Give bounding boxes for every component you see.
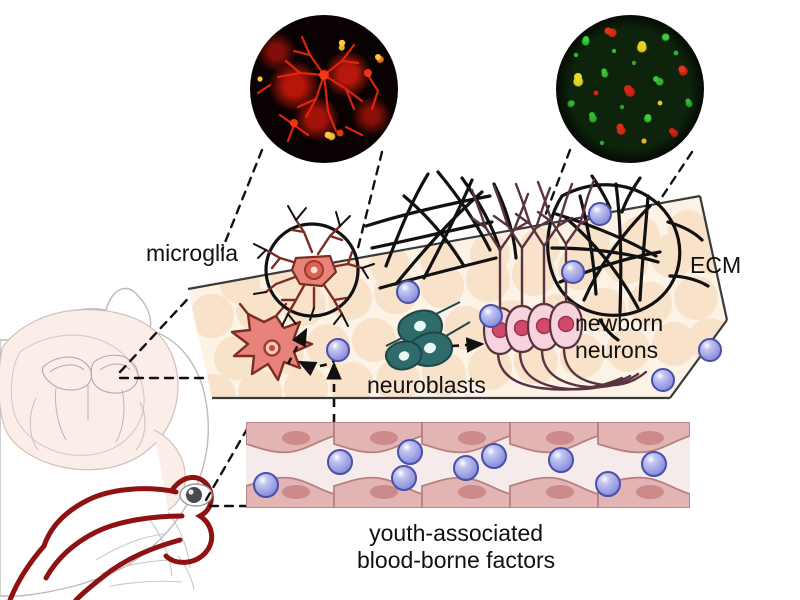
mouse-vasculature [7,475,215,600]
label-newborn-line2: neurons [575,337,659,364]
leader-lines-eye [204,422,252,508]
label-neuroblasts: neuroblasts [367,372,486,398]
label-ecm: ECM [690,252,742,278]
label-newborn-line1: newborn [575,310,664,336]
factor-spheres-vessel [253,439,667,498]
neuroblast-group [384,301,485,371]
arrow-neuroblast-to-neuron [451,337,485,353]
newborn-neurons-micrograph-inset [556,15,704,163]
label-microglia: microglia [146,240,239,266]
label-youth-factors: youth-associated blood-borne factors [357,520,555,574]
label-youth-line1: youth-associated [369,520,544,546]
arrow-microglia-to-inset [286,327,308,365]
blood-vessel [246,422,690,508]
label-newborn-neurons: newborn neurons [575,310,663,364]
schematic-microglia-inset [253,205,375,327]
leader-lines-brain [118,288,218,380]
ecm-mesh-right [546,174,710,342]
label-youth-line2: blood-borne factors [357,547,556,574]
factor-spheres-tissue [326,202,722,392]
